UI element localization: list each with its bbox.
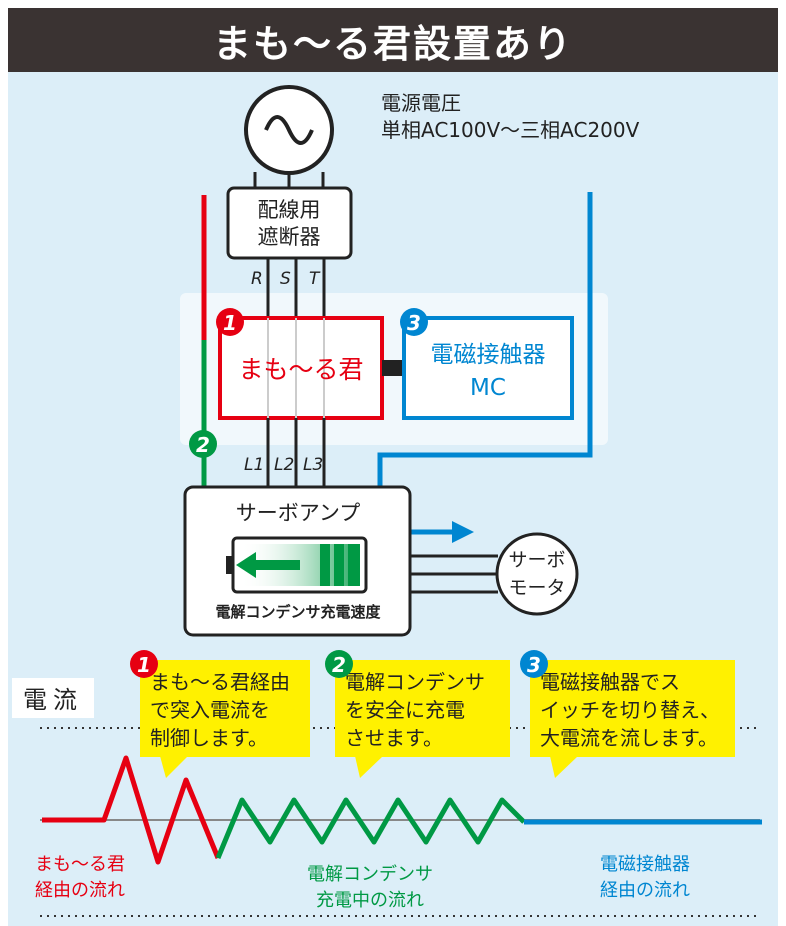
- phase-r: R: [251, 269, 263, 289]
- charge-arrow-icon: [236, 552, 300, 578]
- breaker-label-2: 遮断器: [258, 225, 321, 249]
- callout-1-num: 1: [137, 653, 151, 677]
- flow-label-2-line1: 電解コンデンサ: [307, 864, 433, 885]
- callout-1-line1: まも〜る君経由: [150, 670, 290, 694]
- connector: [382, 360, 404, 376]
- current-label-box: [12, 678, 94, 718]
- flow-label-1-line2: 経由の流れ: [35, 880, 125, 901]
- phase-l2: L2: [274, 455, 294, 475]
- callout-3-line2: イッチを切り替え、: [540, 698, 720, 722]
- power-voltage-range: 単相AC100V〜三相AC200V: [381, 118, 640, 142]
- page-title: まも〜る君設置あり: [8, 8, 778, 72]
- sine-wave-icon: [264, 115, 314, 145]
- flow-label-3-line1: 電磁接触器: [600, 854, 690, 875]
- callout-1-badge-icon: [130, 650, 158, 678]
- capacitor-speed-label: 電解コンデンサ充電速度: [215, 603, 381, 621]
- flow-label-2-line2: 充電中の流れ: [316, 890, 424, 911]
- callout-3: 電磁接触器でス イッチを切り替え、 大電流を流します。 3: [520, 650, 735, 778]
- mamoru-label: まも〜る君: [238, 355, 363, 384]
- motor-label: サーボ: [508, 549, 565, 571]
- contactor-label: 電磁接触器: [431, 342, 546, 368]
- badge-3-num: 3: [407, 311, 421, 335]
- badge-1-num: 1: [223, 311, 237, 335]
- phase-l1: L1: [244, 455, 264, 475]
- callout-1: まも〜る君経由 で突入電流を 制御します。 1: [130, 650, 310, 778]
- callout-2: 電解コンデンサ を安全に充電 させます。 2: [325, 650, 510, 778]
- flow3-arrow-icon: [452, 521, 474, 543]
- callout-2-line2: を安全に充電: [345, 698, 465, 722]
- phase-s: S: [280, 269, 291, 289]
- callout-2-line1: 電解コンデンサ: [345, 670, 485, 694]
- badge-2-icon: [189, 430, 217, 458]
- callout-3-num: 3: [527, 653, 541, 677]
- power-voltage-label: 電源電圧: [381, 91, 461, 115]
- current-label: 電流: [23, 686, 83, 714]
- motor-label-2: モータ: [508, 577, 565, 599]
- badge-3-icon: [400, 308, 428, 336]
- contactor-mc: MC: [470, 375, 506, 401]
- breaker-label: 配線用: [258, 198, 321, 222]
- callout-1-line3: 制御します。: [150, 726, 268, 750]
- callout-2-num: 2: [332, 653, 346, 677]
- badge-1-icon: [216, 308, 244, 336]
- badge-2-num: 2: [196, 433, 210, 457]
- phase-t: T: [309, 269, 321, 289]
- callout-2-line3: させます。: [345, 726, 443, 750]
- breaker-box: [226, 186, 353, 260]
- wave-green: [215, 797, 526, 859]
- flow-label-1-line1: まも〜る君: [35, 854, 125, 875]
- servo-motor-icon: [495, 532, 579, 616]
- servo-amp-label: サーボアンプ: [236, 501, 361, 525]
- callout-3-line3: 大電流を流します。: [540, 726, 718, 750]
- flow-label-3-line2: 経由の流れ: [600, 880, 690, 901]
- callout-2-badge-icon: [325, 650, 353, 678]
- contactor-box: [402, 316, 574, 420]
- phase-l3: L3: [303, 455, 323, 475]
- callout-3-badge-icon: [520, 650, 548, 678]
- wave-red: [42, 755, 221, 865]
- callout-1-line2: で突入電流を: [150, 698, 270, 722]
- callout-3-line1: 電磁接触器でス: [540, 670, 680, 694]
